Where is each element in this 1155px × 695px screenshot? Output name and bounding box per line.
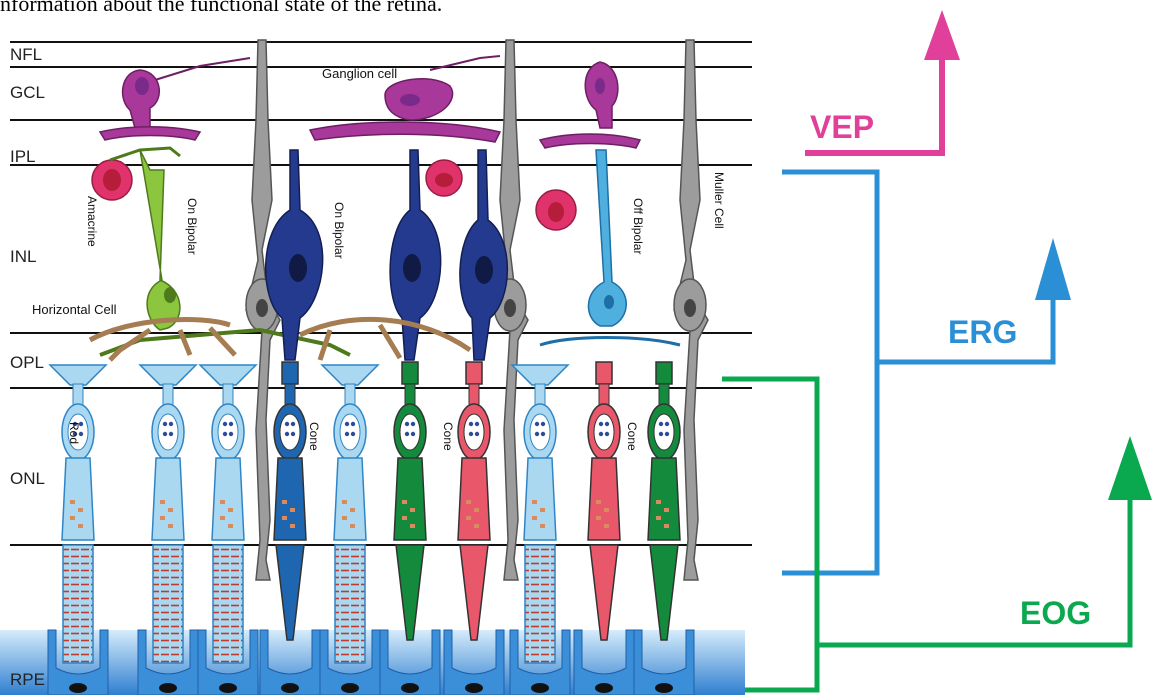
label-ganglion-cell: Ganglion cell [322,66,397,81]
erg-label: ERG [948,314,1017,350]
erg-arrow-icon [1035,238,1071,300]
label-on-bipolar-left: On Bipolar [185,198,199,255]
label-cone-2: Cone [441,422,455,451]
label-off-bipolar: Off Bipolar [631,198,645,254]
layer-label-rpe: RPE [10,670,45,689]
eog-arrow-icon [1108,436,1152,500]
label-rod: Rod [67,422,81,444]
cone-cell [393,361,427,641]
ganglion-cells [98,55,642,149]
caption-text: nformation about the functional state of… [0,0,443,16]
eog-label: EOG [1020,595,1091,631]
cone-cell [457,361,491,641]
rod-cell [320,364,380,664]
layer-label-ipl: IPL [10,147,36,166]
on-bipolar-navy [265,149,509,361]
label-on-bipolar-mid: On Bipolar [332,202,346,259]
layer-label-inl: INL [10,247,36,266]
layer-label-opl: OPL [10,353,44,372]
rod-cell [510,364,570,664]
layer-labels: NFL GCL IPL INL OPL ONL RPE [10,45,45,689]
eog-signal: EOG [722,376,1152,693]
label-cone-3: Cone [625,422,639,451]
vep-arrow-icon [924,10,960,60]
cone-cell [587,361,621,641]
layer-label-nfl: NFL [10,45,42,64]
label-muller-cell: Muller Cell [712,172,726,229]
horizontal-cell [88,316,472,362]
layer-boundaries [10,41,752,546]
label-cone-1: Cone [307,422,321,451]
photoreceptors [48,361,681,664]
erg-signal: ERG [782,169,1071,576]
label-amacrine: Amacrine [85,196,99,247]
rpe-layer [0,629,745,695]
label-horizontal-cell: Horizontal Cell [32,302,117,317]
layer-label-onl: ONL [10,469,45,488]
off-bipolar [539,149,681,347]
vep-signal: VEP [805,10,960,156]
layer-label-gcl: GCL [10,83,45,102]
rod-cell [48,364,108,664]
cone-cell [273,361,307,641]
cell-labels: Ganglion cell Horizontal Cell Amacrine O… [32,66,726,451]
cone-cell [647,361,681,641]
rod-cell [138,364,198,664]
rod-cell [198,364,258,664]
vep-label: VEP [810,109,874,145]
